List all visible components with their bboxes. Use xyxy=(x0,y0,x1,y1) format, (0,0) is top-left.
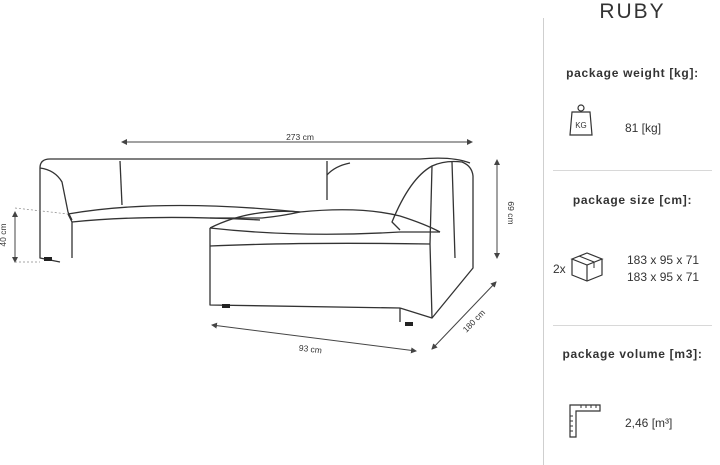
dim-line-chaise-width xyxy=(211,322,417,354)
product-title: RUBY xyxy=(599,0,666,23)
ruler-corner-icon xyxy=(569,404,601,443)
sofa-drawing: 273 cm 69 cm 40 cm 93 cm 180 cm xyxy=(0,132,516,356)
dim-label-chaise-width: 93 cm xyxy=(298,343,322,356)
panel-divider xyxy=(543,18,544,465)
weight-label: package weight [kg]: xyxy=(566,66,699,80)
info-panel: RUBY package weight [kg]: KG 81 [kg] pac… xyxy=(545,0,720,465)
volume-value: 2,46 [m³] xyxy=(625,416,673,430)
size-label: package size [cm]: xyxy=(572,193,693,207)
size-line-2: 183 x 95 x 71 xyxy=(627,270,700,284)
dim-label-width: 273 cm xyxy=(286,132,314,142)
dim-line-chaise-depth xyxy=(431,281,497,350)
weight-kg-icon: KG xyxy=(569,104,593,141)
sofa-foot xyxy=(405,322,413,326)
weight-value: 81 [kg] xyxy=(625,121,662,135)
sofa-outline xyxy=(39,157,474,322)
dim-label-chaise-depth: 180 cm xyxy=(461,307,488,334)
volume-label: package volume [m3]: xyxy=(562,347,703,361)
section-separator xyxy=(553,325,712,326)
sofa-foot xyxy=(44,257,52,261)
dim-label-seat: 40 cm xyxy=(0,223,8,246)
size-line-1: 183 x 95 x 71 xyxy=(627,253,700,267)
package-count: 2x xyxy=(553,262,566,276)
box-icon xyxy=(569,250,605,287)
dim-label-height: 69 cm xyxy=(506,201,516,224)
weight-icon-text: KG xyxy=(575,121,587,130)
section-separator xyxy=(553,170,712,171)
sofa-foot xyxy=(222,304,230,308)
